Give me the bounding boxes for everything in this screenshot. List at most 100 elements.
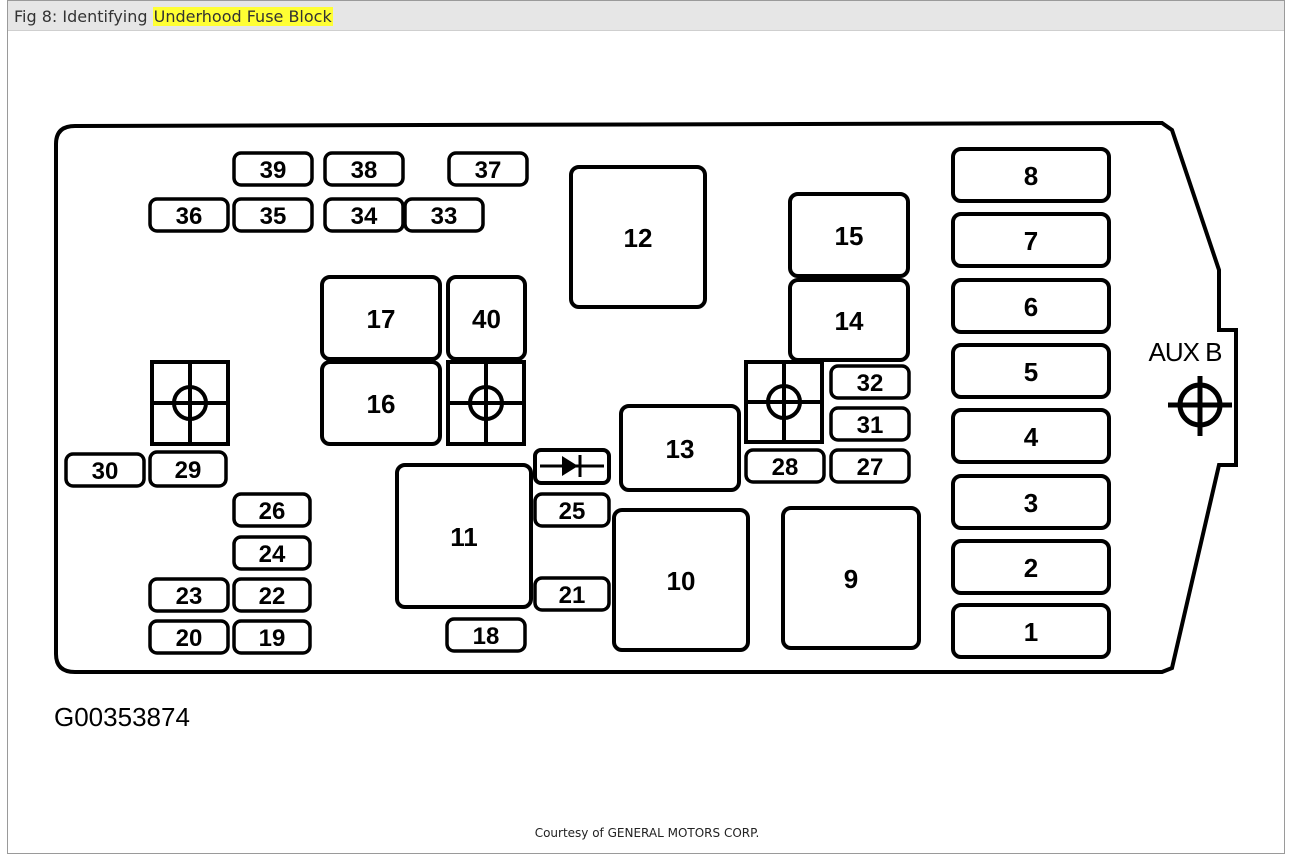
fuse-35-outline: [232, 197, 314, 233]
fuse-39-outline: [232, 151, 314, 187]
fuse-37-label: 37: [475, 157, 502, 184]
fuse-34-outline: [323, 197, 405, 233]
relay-15-label: 15: [835, 221, 864, 251]
fuse-27: 27: [829, 448, 911, 484]
relay-17-label: 17: [367, 304, 396, 334]
fuse-5: 5: [951, 343, 1111, 399]
caption-prefix: Fig 8: Identifying: [14, 7, 153, 26]
fuse-20: 20: [148, 619, 230, 655]
fuse-19-label: 19: [259, 625, 286, 652]
relay-16-outline: [320, 360, 442, 446]
fuse-5-label: 5: [1024, 357, 1038, 387]
fuse-1: 1: [951, 603, 1111, 659]
relay-40-outline: [446, 275, 527, 361]
fuse-24: 24: [232, 535, 312, 571]
relay-14-outline: [788, 278, 910, 362]
fuse-38-label: 38: [351, 157, 378, 184]
fuse-8-outline: [951, 147, 1111, 203]
relay-15: 15: [788, 192, 910, 278]
fuse-34-label: 34: [351, 203, 378, 230]
relay-13-outline: [619, 404, 741, 492]
fuse-22-outline: [232, 577, 312, 613]
relay-14: 14: [788, 278, 910, 362]
fuse-39: 39: [232, 151, 314, 187]
fuse-30-label: 30: [92, 458, 119, 485]
fuse-29-outline: [148, 450, 228, 488]
fuse-3: 3: [951, 474, 1111, 530]
fuse-8-label: 8: [1024, 161, 1038, 191]
relay-10: 10: [612, 508, 750, 652]
fuse-35: 35: [232, 197, 314, 233]
fuse-21: 21: [533, 576, 611, 612]
relay-17: 17: [320, 275, 442, 361]
fuse-4-outline: [951, 408, 1111, 464]
fuse-7: 7: [951, 212, 1111, 268]
fuse-31: 31: [829, 406, 911, 442]
relay-12: 12: [569, 165, 707, 309]
fuse-25: 25: [533, 492, 611, 528]
relay-17-outline: [320, 275, 442, 361]
relay-11-label: 11: [450, 522, 478, 552]
fuse-block-housing: [54, 120, 1238, 674]
fuse-6-outline: [951, 278, 1111, 334]
courtesy-credit: Courtesy of GENERAL MOTORS CORP.: [534, 826, 760, 840]
fuse-38-outline: [323, 151, 405, 187]
fuse-28-outline: [744, 448, 826, 484]
relay-9-outline: [781, 506, 921, 650]
fuse-21-outline: [533, 576, 611, 612]
fuse-33-label: 33: [431, 203, 458, 230]
fuse-22: 22: [232, 577, 312, 613]
fuse-20-label: 20: [176, 625, 203, 652]
relay-9-label: 9: [844, 564, 858, 594]
fuse-25-outline: [533, 492, 611, 528]
relay-16-label: 16: [367, 389, 396, 419]
fuse-26-label: 26: [259, 498, 286, 525]
fuse-7-label: 7: [1024, 226, 1038, 256]
relay-13: 13: [619, 404, 741, 492]
aux-b-label: AUX B: [1148, 337, 1221, 367]
fuse-36: 36: [148, 197, 230, 233]
fuse-36-outline: [148, 197, 230, 233]
fuse-30: 30: [64, 452, 146, 488]
fuse-19-outline: [232, 619, 312, 655]
fuse-18-outline: [445, 617, 527, 653]
fuse-31-outline: [829, 406, 911, 442]
fuse-29: 29: [148, 450, 228, 488]
relay-16: 16: [320, 360, 442, 446]
fuse-27-outline: [829, 448, 911, 484]
fuse-32: 32: [829, 364, 911, 400]
ground-stud-left-icon: [150, 360, 230, 446]
figure-frame: Fig 8: Identifying Underhood Fuse Block …: [7, 0, 1285, 854]
fuse-37-outline: [447, 151, 529, 187]
relay-12-label: 12: [624, 223, 653, 253]
relay-11: 11: [395, 463, 533, 609]
relay-10-outline: [612, 508, 750, 652]
fuse-7-outline: [951, 212, 1111, 268]
relay-9: 9: [781, 506, 921, 650]
relay-15-outline: [788, 192, 910, 278]
diode-icon: [533, 448, 611, 485]
fuse-21-label: 21: [559, 582, 586, 609]
fuse-23-label: 23: [176, 583, 203, 610]
fuse-30-outline: [64, 452, 146, 488]
relay-10-label: 10: [667, 566, 696, 596]
fuse-8: 8: [951, 147, 1111, 203]
fuse-27-label: 27: [857, 454, 884, 481]
fuse-18-label: 18: [473, 623, 500, 650]
image-code: G00353874: [54, 702, 190, 732]
fuse-31-label: 31: [857, 412, 884, 439]
fuse-4: 4: [951, 408, 1111, 464]
fuse-24-outline: [232, 535, 312, 571]
fuse-26-outline: [232, 492, 312, 528]
fuse-34: 34: [323, 197, 405, 233]
fuse-24-label: 24: [259, 541, 286, 568]
relay-12-outline: [569, 165, 707, 309]
fuse-1-label: 1: [1024, 617, 1038, 647]
fuse-26: 26: [232, 492, 312, 528]
fuse-23: 23: [148, 577, 230, 613]
fuse-4-label: 4: [1024, 422, 1039, 452]
fuse-19: 19: [232, 619, 312, 655]
fuse-32-outline: [829, 364, 911, 400]
fuse-6: 6: [951, 278, 1111, 334]
